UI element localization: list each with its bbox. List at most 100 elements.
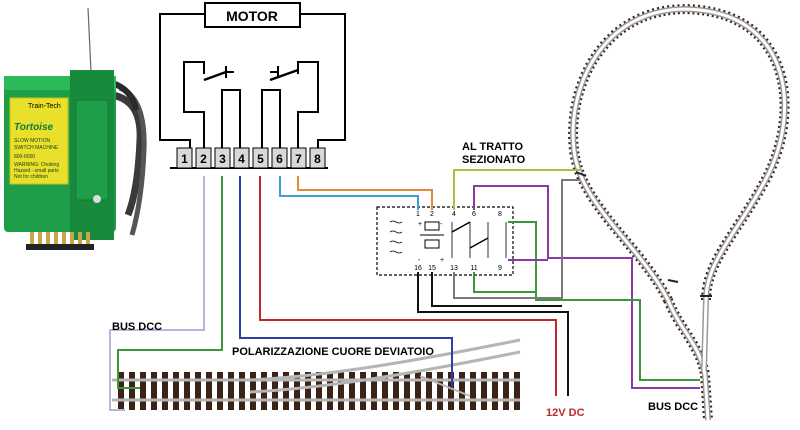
relay-bottom-pin-label: 15	[428, 265, 436, 272]
connector-pin-label: 8	[314, 152, 321, 166]
relay-module: + - - + 1 2 4 6 8 16 15 13 11 9	[376, 206, 514, 276]
connector-pin-box	[252, 147, 269, 169]
connector-pin-label: 1	[181, 152, 188, 166]
photo-subtitle-2: SWITCH MACHINE	[14, 145, 59, 151]
relay-top-pin-label: 4	[452, 211, 456, 218]
connector-pin-box	[309, 147, 326, 169]
track-sleeper	[382, 372, 388, 410]
photo-pins	[30, 232, 90, 244]
connector-pin-label: 7	[295, 152, 302, 166]
motor-label: MOTOR	[226, 8, 278, 24]
photo-warn-3: Not for children	[14, 174, 48, 180]
track-sleeper	[239, 372, 245, 410]
wire-red-12v	[259, 176, 557, 396]
track-sleeper	[371, 372, 377, 410]
label-bus-dcc-right: BUS DCC	[648, 401, 698, 413]
track-sleeper	[217, 372, 223, 410]
wire-black-12v	[417, 272, 569, 396]
track-sleeper	[448, 372, 454, 410]
track-sleeper	[470, 372, 476, 410]
track-sleeper	[184, 372, 190, 410]
relay-minus-top: -	[440, 221, 443, 228]
connector-pin-label: 5	[257, 152, 264, 166]
track-sleeper	[316, 372, 322, 410]
wire-bus-dcc-lavender	[109, 176, 205, 411]
track-loop	[568, 4, 790, 421]
relay-bottom-pin-label: 16	[414, 265, 422, 272]
track-sleeper	[294, 372, 300, 410]
track-sleeper	[338, 372, 344, 410]
relay-bottom-pin-label: 9	[498, 265, 502, 272]
connector-pin-label: 3	[219, 152, 226, 166]
track-sleeper	[503, 372, 509, 410]
switch-machine-photo: Train-Tech Tortoise SLOW MOTION SWITCH M…	[0, 0, 147, 262]
track-sleeper	[162, 372, 168, 410]
relay-top-pin-label: 2	[430, 211, 434, 218]
connector-pin-label: 4	[238, 152, 245, 166]
track-sleeper	[426, 372, 432, 410]
track-sleeper	[283, 372, 289, 410]
label-12v-dc: 12V DC	[546, 407, 585, 419]
track-sleeper	[415, 372, 421, 410]
track-sleeper	[404, 372, 410, 410]
wire-purple-bus	[473, 185, 700, 389]
track-sleeper	[195, 372, 201, 410]
connector-pin-box	[214, 147, 231, 169]
photo-maker: Train-Tech	[28, 103, 61, 110]
motor-block: MOTOR	[159, 2, 346, 148]
connector-pin-box	[176, 147, 193, 169]
track-sleeper	[492, 372, 498, 410]
label-sezionato-2: SEZIONATO	[462, 154, 526, 166]
photo-model: 800-6000	[14, 154, 35, 160]
wire-blue-frog	[239, 176, 453, 388]
turnout-track	[112, 338, 521, 410]
track-sleeper	[360, 372, 366, 410]
track-sleeper	[327, 372, 333, 410]
relay-plus-bottom: +	[440, 257, 444, 264]
wire-green-right	[508, 221, 700, 381]
label-bus-dcc-left: BUS DCC	[112, 321, 162, 333]
track-sleeper	[481, 372, 487, 410]
connector-pin-label: 6	[276, 152, 283, 166]
photo-warn-2: Hazard - small parts	[14, 168, 59, 174]
wire-olive-section	[453, 169, 580, 210]
relay-plus-top: +	[418, 221, 422, 228]
track-sleeper	[349, 372, 355, 410]
label-polarizzazione: POLARIZZAZIONE CUORE DEVIATOIO	[232, 346, 434, 358]
wire-cyan	[279, 176, 419, 210]
track-sleeper	[206, 372, 212, 410]
connector-pin-label: 2	[200, 152, 207, 166]
wire-gray	[453, 179, 580, 299]
photo-warn-1: WARNING: Choking	[14, 162, 59, 168]
connector-pin-box	[290, 147, 307, 169]
track-sleeper	[151, 372, 157, 410]
photo-brand: Tortoise	[14, 122, 54, 133]
connector-pin-box	[195, 147, 212, 169]
connector-pin-box	[233, 147, 250, 169]
track-sleeper	[437, 372, 443, 410]
track-sleeper	[140, 372, 146, 410]
track-sleeper	[305, 372, 311, 410]
wire-orange	[297, 176, 433, 210]
wire-green-track	[117, 176, 223, 389]
labels: AL TRATTO SEZIONATO BUS DCC POLARIZZAZIO…	[112, 141, 698, 419]
track-sleeper	[228, 372, 234, 410]
relay-top-pin-label: 8	[498, 211, 502, 218]
relay-top-pin-label: 1	[416, 211, 420, 218]
relay-minus-bottom: -	[418, 257, 421, 264]
connector-pin-box	[271, 147, 288, 169]
relay-top-pin-label: 6	[472, 211, 476, 218]
track-sleeper	[173, 372, 179, 410]
track-sleeper	[514, 372, 520, 410]
relay-bottom-pin-label: 11	[470, 265, 477, 272]
relay-bottom-pin-label: 13	[450, 265, 458, 272]
track-sleeper	[459, 372, 465, 410]
label-sezionato-1: AL TRATTO	[462, 141, 524, 153]
motor-box	[204, 2, 301, 28]
photo-subtitle-1: SLOW MOTION	[14, 138, 51, 144]
track-sleeper	[118, 372, 124, 410]
track-sleeper	[129, 372, 135, 410]
track-sleeper	[393, 372, 399, 410]
wires	[109, 169, 700, 411]
